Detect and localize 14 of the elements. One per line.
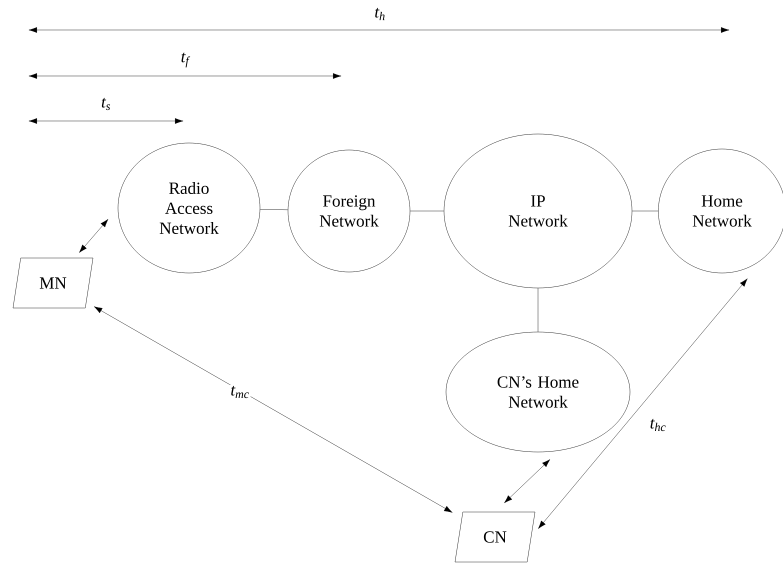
connector-line [260,209,288,210]
arrow [538,278,748,529]
time-label: t$_{f}$ [182,52,190,68]
connector-line [632,210,658,212]
connector-line [410,210,444,212]
edge-label: t$_{mc}$ [231,386,249,398]
arrow [504,459,550,504]
arrow [94,306,452,513]
time-label: t$_{h}$ [375,8,385,20]
arrow [79,219,108,253]
node-parallelogram: CN [454,512,536,562]
node-parallelogram: MN [12,258,94,308]
time-label: t$_{s}$ [102,98,110,110]
edge-label: t$_{hc}$ [650,418,666,432]
